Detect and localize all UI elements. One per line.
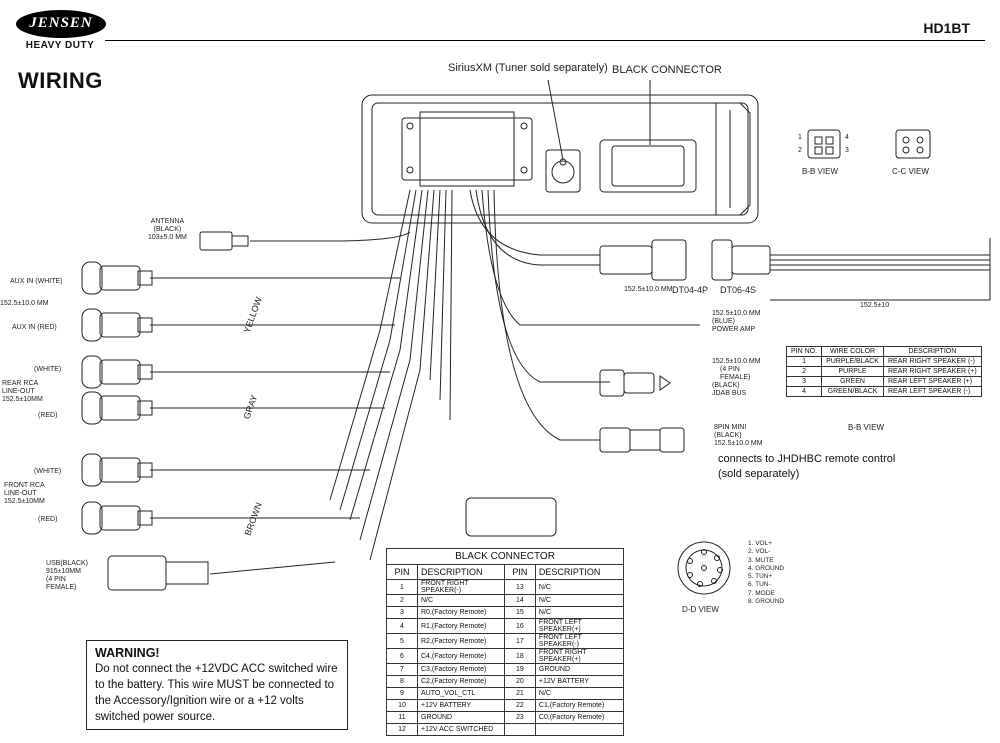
- black-connector-port: [599, 139, 697, 193]
- model-number: HD1BT: [923, 20, 970, 36]
- black-connector-label: BLACK CONNECTOR: [612, 64, 722, 76]
- wire-table-header: DESCRIPTION: [882, 346, 982, 357]
- mini-8pin-plug: [599, 427, 631, 453]
- rca-plug-rear-red: [81, 391, 153, 425]
- antenna-label: ANTENNA(BLACK)103±5.0 MM: [148, 218, 187, 241]
- warning-body: Do not connect the +12VDC ACC switched w…: [95, 663, 338, 723]
- dt-length-label: 152.5±10.0 MM: [624, 286, 673, 293]
- warning-title: WARNING!: [95, 646, 160, 660]
- black-connector-table: BLACK CONNECTOR PIN DESCRIPTION PIN DESC…: [386, 548, 625, 736]
- rear-bracket: [401, 117, 533, 181]
- dd-view-connector: [677, 541, 731, 595]
- head-unit-body: [361, 94, 759, 224]
- rear-white-label: (WHITE): [34, 366, 62, 373]
- wire-table-header: PIN NO.: [785, 346, 823, 357]
- rca-plug-aux-red: [81, 308, 153, 342]
- rca-plug-aux-white: [81, 261, 153, 295]
- jdab-plug: [599, 369, 625, 397]
- aux-red-label: AUX IN (RED): [12, 324, 57, 331]
- cc-view-connector: [895, 129, 931, 159]
- bb-view-label-2: B-B VIEW: [848, 423, 885, 432]
- dt04-label: DT04-4P: [672, 285, 709, 295]
- usb-plug: [107, 555, 167, 591]
- remote-note: connects to JHDHBC remote control (sold …: [718, 453, 896, 480]
- front-red-label: (RED): [38, 516, 58, 523]
- cc-view-label: C-C VIEW: [892, 167, 929, 176]
- mini-8pin-label: 8PIN MINI(BLACK)152.5±10.0 MM: [714, 424, 763, 447]
- rca-plug-front-red: [81, 501, 153, 535]
- black-connector-outline: [465, 497, 557, 537]
- bb-pin-2: 2: [798, 147, 802, 154]
- rca-plug-front-white: [81, 453, 153, 487]
- bb-pin-3: 3: [845, 147, 849, 154]
- wire-table-header: WIRE COLOR: [821, 346, 884, 357]
- page-title: WIRING: [18, 68, 103, 93]
- black-connector-table-title: BLACK CONNECTOR: [386, 548, 624, 564]
- brand-name: JENSEN: [16, 10, 106, 38]
- dt06-connector: [711, 239, 733, 281]
- bb-view-label: B-B VIEW: [802, 167, 839, 176]
- header-rule: [105, 40, 985, 41]
- bb-pin-4: 4: [845, 134, 849, 141]
- aux-white-label: AUX IN (WHITE): [10, 278, 63, 285]
- power-amp-label: 152.5±10.0 MM(BLUE)POWER AMP: [712, 310, 761, 333]
- table-row: 12+12V ACC SWITCHED: [386, 723, 625, 736]
- antenna-plug: [199, 231, 233, 251]
- jensen-logo: JENSEN HEAVY DUTY: [16, 10, 106, 51]
- siriusxm-label: SiriusXM (Tuner sold separately): [448, 62, 608, 74]
- warning-box: WARNING! Do not connect the +12VDC ACC s…: [86, 640, 348, 730]
- rear-red-label: (RED): [38, 412, 58, 419]
- bb-view-connector: [807, 129, 841, 159]
- bb-pin-1: 1: [798, 134, 802, 141]
- dt06-label: DT06-4S: [720, 285, 757, 295]
- front-white-label: (WHITE): [34, 468, 62, 475]
- aux-length-label: 152.5±10.0 MM: [0, 300, 49, 307]
- brand-subtitle: HEAVY DUTY: [25, 40, 95, 51]
- rca-plug-rear-white: [81, 355, 153, 389]
- dt04-connector: [599, 245, 653, 275]
- dd-view-label: D-D VIEW: [682, 605, 719, 614]
- siriusxm-port: [545, 149, 581, 193]
- length-right-label: 152.5±10: [860, 302, 890, 309]
